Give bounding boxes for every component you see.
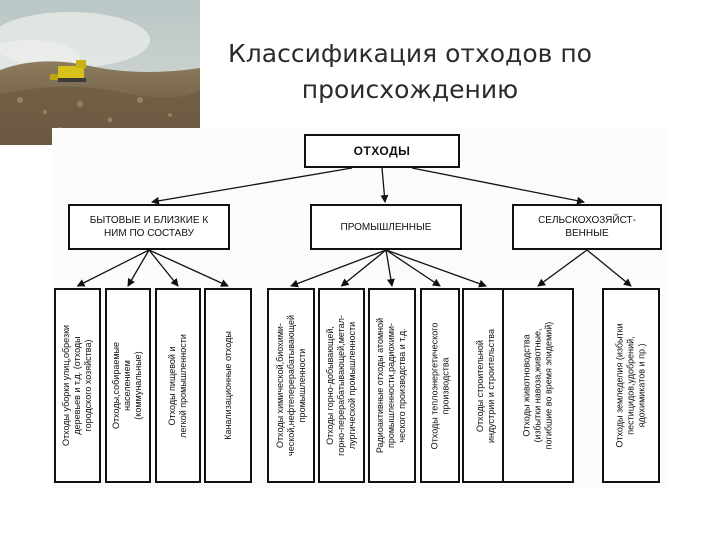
- arrow-category-2-to-leaf-6: [342, 250, 387, 286]
- title-line-2: происхождению: [205, 72, 615, 108]
- leaf-6-line-2: горно-перерабатывающей,метал-: [336, 315, 347, 456]
- leaf-text-5: Отходы химической,биохими-ческой,нефтепе…: [275, 315, 308, 456]
- arrow-category-3-to-leaf-10: [538, 250, 587, 286]
- category-household-line-1: БЫТОВЫЕ И БЛИЗКИЕ К: [90, 214, 208, 227]
- leaf-9-line-2: индустрии и строительства: [486, 329, 497, 443]
- leaf-6-line-3: лургической промышленности: [347, 315, 358, 456]
- leaf-box-6: Отходы горно-добывающей,горно-перерабаты…: [318, 288, 365, 483]
- arrow-category-2-to-leaf-5: [291, 250, 386, 286]
- leaf-1-line-3: городского хозяйства): [83, 325, 94, 446]
- leaf-10-line-1: Отходы животноводства: [522, 322, 533, 450]
- root-label: ОТХОДЫ: [354, 144, 411, 158]
- leaf-box-10: Отходы животноводства(избытки навоза,жив…: [502, 288, 574, 483]
- leaf-5-line-2: ческой,нефтеперерабатывающей: [286, 315, 297, 456]
- leaf-8-line-1: Отходы теплоэнергетического: [429, 322, 440, 449]
- category-household: БЫТОВЫЕ И БЛИЗКИЕ К НИМ ПО СОСТАВУ: [68, 204, 230, 250]
- leaf-6-line-1: Отходы горно-добывающей,: [325, 315, 336, 456]
- arrow-root-to-household: [152, 168, 352, 202]
- category-agricultural-line-1: СЕЛЬСКОХОЗЯЙСТ-: [538, 214, 636, 227]
- arrow-category-2-to-leaf-9: [386, 250, 486, 286]
- leaf-4-line-1: Канализационные отходы: [223, 331, 234, 440]
- leaf-2-line-2: населением: [123, 342, 134, 429]
- category-agricultural: СЕЛЬСКОХОЗЯЙСТ- ВЕННЫЕ: [512, 204, 662, 250]
- category-household-line-2: НИМ ПО СОСТАВУ: [90, 227, 208, 240]
- page-title: Классификация отходов по происхождению: [205, 36, 615, 108]
- category-industrial-label: ПРОМЫШЛЕННЫЕ: [341, 221, 432, 234]
- arrow-category-2-to-leaf-8: [386, 250, 440, 286]
- leaf-9-line-1: Отходы строительной: [475, 329, 486, 443]
- leaf-text-10: Отходы животноводства(избытки навоза,жив…: [522, 322, 555, 450]
- leaf-5-line-3: промышленности: [297, 315, 308, 456]
- arrow-root-to-industrial: [382, 168, 385, 202]
- leaf-11-line-2: пестицидов,удобрений,: [626, 323, 637, 447]
- leaf-10-line-3: погибшие во время эпидемий): [544, 322, 555, 450]
- category-industrial: ПРОМЫШЛЕННЫЕ: [310, 204, 462, 250]
- leaf-2-line-3: (коммунальные): [134, 342, 145, 429]
- landfill-bulldozer-photo-icon: [0, 0, 200, 145]
- leaf-5-line-1: Отходы химической,биохими-: [275, 315, 286, 456]
- leaf-text-4: Канализационные отходы: [223, 331, 234, 440]
- leaf-7-line-3: ческого производства и т.д.: [398, 318, 409, 453]
- arrow-category-2-to-leaf-7: [386, 250, 392, 286]
- leaf-box-5: Отходы химической,биохими-ческой,нефтепе…: [267, 288, 315, 483]
- leaf-11-line-1: Отходы земледелия (избытки: [615, 323, 626, 447]
- arrow-root-to-agricultural: [412, 168, 584, 202]
- leaf-7-line-2: промышленности,радиохими-: [387, 318, 398, 453]
- leaf-10-line-2: (избытки навоза,животные,: [533, 322, 544, 450]
- leaf-8-line-2: производства: [440, 322, 451, 449]
- leaf-1-line-1: Отходы уборки улиц,обрезки: [61, 325, 72, 446]
- leaf-1-line-2: деревьев и т.д. (отходы: [72, 325, 83, 446]
- title-line-1: Классификация отходов по: [205, 36, 615, 72]
- leaf-3-line-1: Отходы пищевой и: [167, 334, 178, 438]
- waste-classification-diagram: ОТХОДЫ БЫТОВЫЕ И БЛИЗКИЕ К НИМ ПО СОСТАВ…: [52, 128, 668, 488]
- leaf-11-line-3: ядохимикатов и пр.): [637, 323, 648, 447]
- category-agricultural-line-2: ВЕННЫЕ: [538, 227, 636, 240]
- arrow-category-1-to-leaf-4: [149, 250, 228, 286]
- root-box-waste: ОТХОДЫ: [304, 134, 460, 168]
- arrow-category-3-to-leaf-11: [587, 250, 631, 286]
- arrow-category-1-to-leaf-3: [149, 250, 178, 286]
- leaf-2-line-1: Отходы,собираемые: [112, 342, 123, 429]
- leaf-3-line-2: легкой промышленности: [178, 334, 189, 438]
- leaf-7-line-1: Радиоактивные отходы атомной: [376, 318, 387, 453]
- landfill-photo: [0, 0, 200, 145]
- leaf-box-4: Канализационные отходы: [204, 288, 252, 483]
- leaf-text-6: Отходы горно-добывающей,горно-перерабаты…: [325, 315, 358, 456]
